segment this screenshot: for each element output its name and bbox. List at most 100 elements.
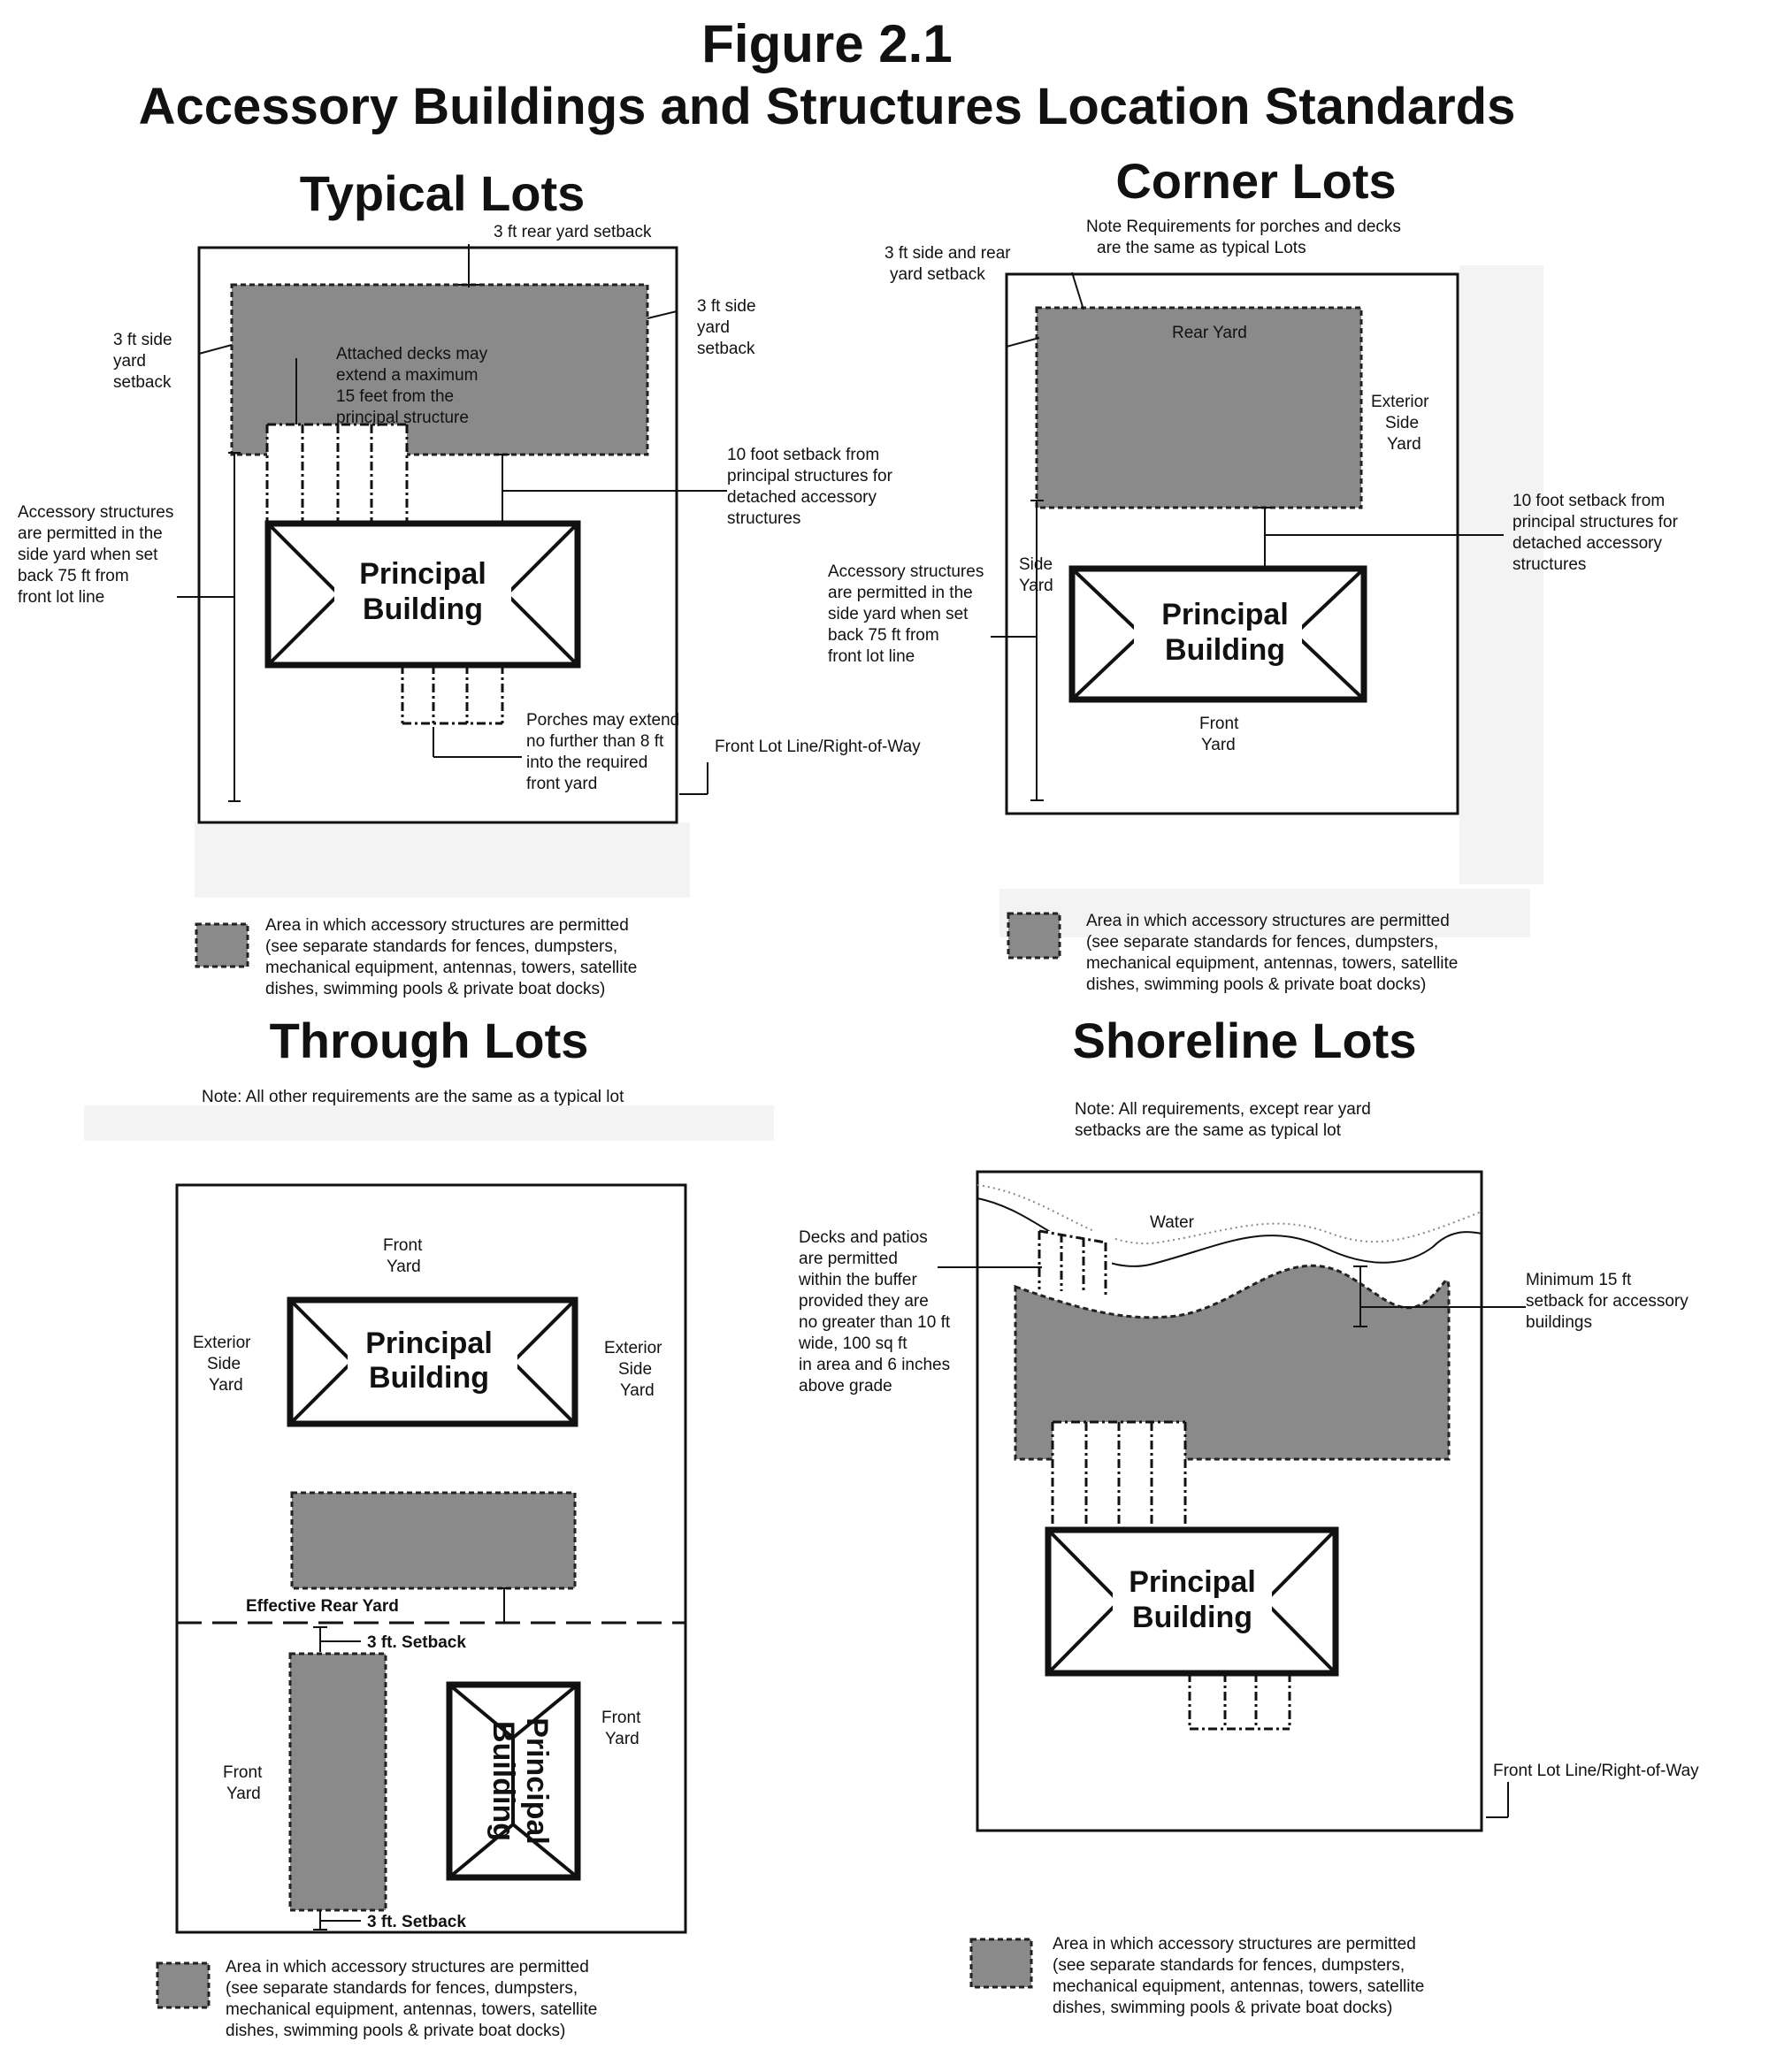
- typical-accessory-side-2: are permitted in the: [18, 524, 163, 543]
- corner-accessory-side-4: back 75 ft from: [828, 626, 939, 645]
- through-principal-building-upper: Principal Building: [287, 1296, 578, 1427]
- corner-side-yard-1: Side: [1019, 555, 1053, 574]
- corner-legend-4: dishes, swimming pools & private boat do…: [1086, 975, 1426, 994]
- shoreline-decks-1: Decks and patios: [799, 1228, 928, 1247]
- scan-noise: [999, 889, 1530, 937]
- corner-lots-panel: Corner Lots Note Requirements for porche…: [828, 153, 1679, 994]
- typical-principal-building: Principal Building: [264, 520, 581, 669]
- shoreline-front-lot-line: Front Lot Line/Right-of-Way: [1493, 1762, 1699, 1780]
- corner-exterior-3: Yard: [1387, 435, 1421, 454]
- typical-decks-1: Attached decks may: [336, 345, 488, 363]
- typical-front-lot-line: Front Lot Line/Right-of-Way: [715, 738, 921, 756]
- corner-side-rear-setback-1: 3 ft side and rear: [884, 244, 1011, 263]
- typical-porches-2: no further than 8 ft: [526, 732, 664, 751]
- corner-rear-yard: Rear Yard: [1172, 324, 1247, 342]
- through-front-yard-right-1: Front: [601, 1709, 641, 1727]
- typical-side-setback-left-3: setback: [113, 373, 172, 392]
- corner-legend-2: (see separate standards for fences, dump…: [1086, 933, 1438, 952]
- typical-accessory-side-1: Accessory structures: [18, 503, 173, 522]
- scan-noise: [1459, 265, 1543, 884]
- shoreline-decks-8: above grade: [799, 1377, 892, 1395]
- shoreline-decks-2: are permitted: [799, 1250, 898, 1268]
- typical-porches-3: into the required: [526, 753, 647, 772]
- typical-legend-3: mechanical equipment, antennas, towers, …: [265, 959, 637, 977]
- shoreline-attached-deck: [1051, 1420, 1187, 1528]
- figure-title: Accessory Buildings and Structures Locat…: [139, 78, 1516, 135]
- typical-side-setback-left-1: 3 ft side: [113, 331, 172, 349]
- corner-legend-3: mechanical equipment, antennas, towers, …: [1086, 954, 1458, 973]
- shoreline-minimum-1: Minimum 15 ft: [1526, 1271, 1632, 1289]
- shoreline-decks-7: in area and 6 inches: [799, 1356, 950, 1374]
- shoreline-legend-swatch: [969, 1938, 1033, 1989]
- through-exterior-right-3: Yard: [620, 1381, 655, 1400]
- corner-note-2: are the same as typical Lots: [1097, 239, 1306, 257]
- through-front-yard-right-2: Yard: [605, 1730, 639, 1748]
- through-effective-rear-yard: Effective Rear Yard: [246, 1597, 399, 1616]
- through-legend-2: (see separate standards for fences, dump…: [226, 1979, 578, 1998]
- corner-accessory-side-5: front lot line: [828, 647, 915, 666]
- through-building-lower-label-2: Building: [486, 1721, 520, 1841]
- corner-ten-foot-3: detached accessory: [1512, 534, 1662, 553]
- through-exterior-right-2: Side: [618, 1360, 652, 1379]
- typical-side-setback-right-2: yard: [697, 318, 730, 337]
- typical-accessory-side-4: back 75 ft from: [18, 567, 129, 585]
- through-setback-1: 3 ft. Setback: [367, 1633, 466, 1652]
- shoreline-decks-4: provided they are: [799, 1292, 929, 1311]
- scan-noise: [195, 822, 690, 898]
- through-legend-1: Area in which accessory structures are p…: [226, 1958, 589, 1976]
- typical-decks-3: 15 feet from the: [336, 387, 454, 406]
- corner-ten-foot-2: principal structures for: [1512, 513, 1679, 531]
- shoreline-legend-1: Area in which accessory structures are p…: [1053, 1935, 1416, 1953]
- shoreline-building-label-2: Building: [1132, 1601, 1252, 1634]
- typical-deck: [265, 423, 409, 522]
- corner-accessory-side-3: side yard when set: [828, 605, 969, 623]
- typical-ten-foot-2: principal structures for: [727, 467, 893, 486]
- through-exterior-left-2: Side: [207, 1355, 241, 1373]
- shoreline-decks-5: no greater than 10 ft: [799, 1313, 951, 1332]
- corner-accessory-side-1: Accessory structures: [828, 562, 984, 581]
- corner-exterior-2: Side: [1385, 414, 1419, 432]
- shoreline-accessory-area: [1014, 1264, 1451, 1461]
- through-principal-building-lower: Principal Building: [446, 1681, 581, 1881]
- through-setback-2: 3 ft. Setback: [367, 1913, 466, 1931]
- corner-building-label-2: Building: [1165, 633, 1285, 667]
- shoreline-porch: [1188, 1673, 1291, 1731]
- shoreline-minimum-2: setback for accessory: [1526, 1292, 1689, 1311]
- through-lots-panel: Through Lots Note: All other requirement…: [156, 1013, 687, 2040]
- corner-ten-foot-4: structures: [1512, 555, 1586, 574]
- typical-porch: [401, 665, 504, 725]
- through-front-yard-top-1: Front: [383, 1236, 423, 1255]
- typical-lots-panel: Typical Lots Principal Building: [18, 165, 921, 998]
- shoreline-legend-4: dishes, swimming pools & private boat do…: [1053, 1999, 1392, 2017]
- shoreline-water-ripple: [976, 1184, 1482, 1245]
- corner-front-yard-1: Front: [1199, 715, 1239, 733]
- through-legend-3: mechanical equipment, antennas, towers, …: [226, 2000, 597, 2019]
- through-front-yard-left-1: Front: [223, 1763, 263, 1782]
- corner-note-1: Note Requirements for porches and decks: [1086, 218, 1401, 236]
- through-legend-4: dishes, swimming pools & private boat do…: [226, 2022, 565, 2040]
- typical-rear-setback: 3 ft rear yard setback: [494, 223, 652, 241]
- typical-porches-4: front yard: [526, 775, 597, 793]
- corner-side-rear-setback-2: yard setback: [890, 265, 985, 284]
- corner-accessory-area: [1035, 306, 1363, 509]
- through-exterior-left-1: Exterior: [193, 1334, 251, 1352]
- scan-noise: [84, 1105, 774, 1141]
- shoreline-legend-3: mechanical equipment, antennas, towers, …: [1053, 1977, 1424, 1996]
- corner-accessory-side-2: are permitted in the: [828, 584, 973, 602]
- through-lot-boundary: [175, 1183, 687, 1934]
- typical-porches-1: Porches may extend: [526, 711, 679, 730]
- corner-exterior-1: Exterior: [1371, 393, 1429, 411]
- typical-legend-4: dishes, swimming pools & private boat do…: [265, 980, 605, 998]
- corner-principal-building: Principal Building: [1068, 565, 1367, 703]
- corner-lots-heading: Corner Lots: [1115, 153, 1396, 209]
- corner-ten-foot-1: 10 foot setback from: [1512, 492, 1665, 510]
- corner-legend-1: Area in which accessory structures are p…: [1086, 912, 1450, 930]
- typical-legend-1: Area in which accessory structures are p…: [265, 916, 629, 935]
- typical-ten-foot-3: detached accessory: [727, 488, 877, 507]
- typical-decks-2: extend a maximum: [336, 366, 479, 385]
- through-exterior-left-3: Yard: [209, 1376, 243, 1395]
- typical-ten-foot-1: 10 foot setback from: [727, 446, 879, 464]
- shoreline-lots-panel: Shoreline Lots Note: All requirements, e…: [798, 1013, 1699, 2017]
- shoreline-decks-6: wide, 100 sq ft: [798, 1334, 907, 1353]
